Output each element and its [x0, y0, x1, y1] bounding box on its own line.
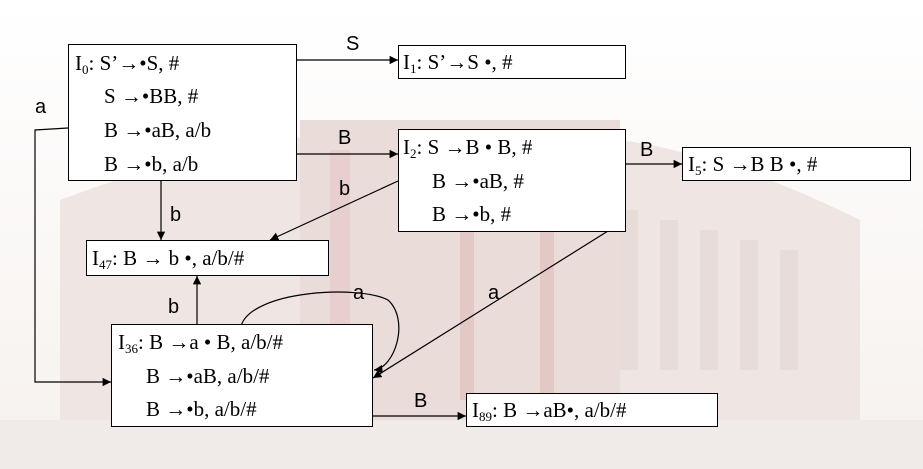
label-i0-i47: b [170, 204, 182, 226]
state-i36-box: I36: B →a • B, a/b/# B →•aB, a/b/# B →•b… [111, 324, 373, 427]
state-i2-line-2: B →•aB, # [432, 169, 524, 193]
label-i36-self: a [353, 282, 365, 304]
state-i2-line-1: I2: S →B • B, # [403, 135, 533, 161]
state-i0-box: I0: S’→•S, # S →•BB, # B →•aB, a/b B →•b… [68, 44, 297, 181]
state-i36-line-1: I36: B →a • B, a/b/# [118, 330, 284, 356]
state-i47-box: I47: B → b •, a/b/# [86, 240, 329, 276]
label-i0-i36: a [35, 96, 47, 118]
state-i0-line-2: S →•BB, # [104, 84, 199, 108]
state-i1-box: I1: S’→S •, # [398, 45, 626, 79]
state-i89-box: I89: B →aB•, a/b/# [466, 393, 718, 427]
state-i0-line-4: B →•b, a/b [104, 152, 199, 176]
state-i47-line-1: I47: B → b •, a/b/# [92, 246, 245, 272]
state-i5-line-1: I5: S →B B •, # [688, 152, 818, 178]
state-i2-line-3: B →•b, # [432, 202, 512, 226]
state-i0-line-1: I0: S’→•S, # [75, 51, 180, 77]
state-i1-line-1: I1: S’→S •, # [403, 50, 513, 76]
state-i2-box: I2: S →B • B, # B →•aB, # B →•b, # [398, 129, 626, 232]
label-i2-i5: B [640, 139, 654, 161]
state-i89-line-1: I89: B →aB•, a/b/# [472, 398, 627, 424]
label-i36-i89: B [414, 390, 428, 412]
label-i0-i1: S [346, 33, 360, 55]
state-i5-box: I5: S →B B •, # [682, 147, 911, 181]
state-i36-line-3: B →•b, a/b/# [146, 397, 257, 421]
state-i0-line-3: B →•aB, a/b [104, 118, 212, 142]
label-i2-i36: a [488, 282, 500, 304]
label-i2-i47: b [339, 178, 351, 200]
label-i0-i2: B [338, 127, 352, 149]
state-i36-line-2: B →•aB, a/b/# [146, 364, 270, 388]
label-i36-i47: b [168, 296, 180, 318]
